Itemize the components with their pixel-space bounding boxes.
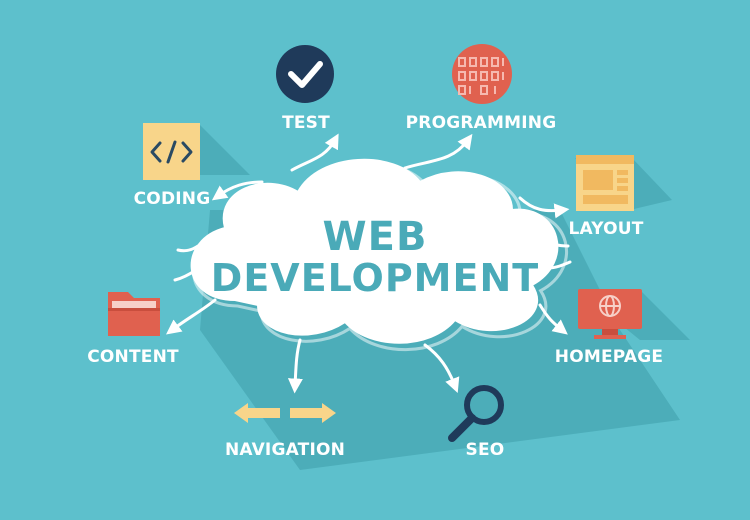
connector-homepage <box>538 303 568 335</box>
checkmark-circle-icon <box>276 45 334 103</box>
monitor-globe-icon <box>578 289 642 339</box>
label-test: TEST <box>282 113 330 133</box>
connector-coding <box>211 180 264 201</box>
folder-icon <box>108 292 160 336</box>
code-tag-icon <box>143 123 200 180</box>
connector-programming <box>403 133 473 170</box>
webpage-layout-icon <box>576 155 634 211</box>
connector-test <box>290 133 339 172</box>
connector-layout <box>518 196 570 219</box>
left-right-arrows-icon <box>234 403 336 423</box>
connectors <box>165 133 572 394</box>
connector-content <box>165 298 217 335</box>
magnifier-icon <box>448 385 504 442</box>
label-layout: LAYOUT <box>568 219 644 239</box>
label-coding: CODING <box>133 189 211 209</box>
center-title-line2: DEVELOPMENT <box>210 256 540 300</box>
label-seo: SEO <box>465 440 505 460</box>
connector-seo <box>423 343 460 393</box>
cloud-shape <box>190 158 568 352</box>
center-title-line1: WEB <box>322 214 428 260</box>
connector-navigation <box>287 338 303 394</box>
label-programming: PROGRAMMING <box>405 113 557 133</box>
binary-code-icon <box>452 44 512 104</box>
label-homepage: HOMEPAGE <box>554 347 664 367</box>
label-navigation: NAVIGATION <box>224 440 346 460</box>
label-content: CONTENT <box>87 347 179 367</box>
